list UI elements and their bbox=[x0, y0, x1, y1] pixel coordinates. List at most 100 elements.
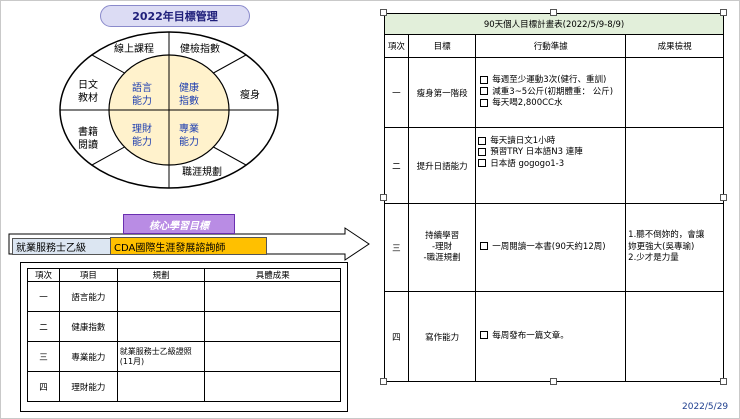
lt-cell-no: 三 bbox=[27, 341, 60, 372]
rt-action-text: 減重3~5公斤(初期體重： 公斤) bbox=[492, 86, 614, 97]
rt-header-goal: 目標 bbox=[407, 34, 477, 58]
rt-action-text: 每天讀日文1小時 bbox=[490, 136, 556, 146]
rt-goal-line: 提升日語能力 bbox=[416, 161, 468, 172]
lt-cell-item: 理財能力 bbox=[58, 371, 118, 402]
inner-language-ability: 語言 能力 bbox=[132, 82, 152, 108]
rt-goal-line: 持續學習 bbox=[425, 230, 460, 241]
table-row: 四 理財能力 bbox=[27, 371, 341, 402]
list-item: 每天喝2,800CC水 bbox=[480, 98, 624, 109]
resize-handle-top[interactable] bbox=[550, 9, 557, 16]
cert-employment-service: 就業服務士乙級 bbox=[12, 238, 113, 255]
rt-action-text: 一周閱讀一本書(90天約12周) bbox=[492, 241, 606, 252]
rt-cell-goal: 持續學習 -理財 -職涯規劃 bbox=[407, 203, 477, 292]
checkbox-icon bbox=[480, 98, 489, 107]
rt-header-result: 成果檢視 bbox=[625, 34, 724, 58]
table-row: 四 寫作能力 每周發布一篇文章。 bbox=[384, 291, 724, 382]
table-row: 三 持續學習 -理財 -職涯規劃 一周閱讀一本書(90天約12周) 1.聽不倒妳… bbox=[384, 203, 724, 292]
resize-handle-bottom[interactable] bbox=[550, 378, 557, 385]
rt-title: 90天個人目標計畫表(2022/5/9-8/9) bbox=[384, 13, 724, 35]
resize-handle-bottom-right[interactable] bbox=[720, 378, 727, 385]
checkbox-icon bbox=[480, 75, 489, 84]
inner-finance-line2: 能力 bbox=[132, 137, 152, 148]
lt-cell-result bbox=[204, 311, 341, 342]
rt-action-text: 每週至少運動3次(健行、重訓) bbox=[492, 75, 607, 86]
mandala-graphic bbox=[59, 31, 279, 189]
segment-book-line1: 書籍 bbox=[78, 127, 98, 138]
rt-result-line: 1.聽不倒妳的，會讓 bbox=[628, 230, 705, 241]
rt-action-text: 每天喝2,800CC水 bbox=[492, 98, 563, 109]
date-label: 2022/5/29 bbox=[682, 402, 729, 412]
rt-goal-line: 寫作能力 bbox=[425, 332, 460, 343]
rt-cell-actions: 每天讀日文1小時 預習TRY 日本語N3 連陣 日本語 gogogo1-3 bbox=[475, 127, 627, 204]
lt-cell-item: 專業能力 bbox=[58, 341, 118, 372]
lt-cell-plan bbox=[116, 311, 206, 342]
rt-cell-actions: 一周閱讀一本書(90天約12周) bbox=[475, 203, 627, 292]
list-item: 每周發布一篇文章。 bbox=[480, 331, 624, 342]
list-item: 每週至少運動3次(健行、重訓) bbox=[480, 75, 624, 86]
resize-handle-top-left[interactable] bbox=[380, 9, 387, 16]
list-item: 一周閱讀一本書(90天約12周) bbox=[480, 242, 624, 253]
segment-online-course: 線上課程 bbox=[114, 44, 154, 55]
lt-cell-result bbox=[204, 281, 341, 312]
lt-cell-no: 四 bbox=[27, 371, 60, 402]
rt-header-actions: 行動準據 bbox=[475, 34, 627, 58]
rt-cell-no: 四 bbox=[384, 291, 409, 382]
rt-cell-goal: 瘦身第一階段 bbox=[407, 57, 477, 128]
lt-cell-plan bbox=[116, 281, 206, 312]
rt-result-line: 妳更強大(吳專瑜) bbox=[628, 241, 695, 252]
rt-cell-result bbox=[625, 127, 724, 204]
list-item: 每天讀日文1小時 bbox=[478, 136, 624, 147]
table-row: 二 提升日語能力 每天讀日文1小時 預習TRY 日本語N3 連陣 日本語 gog… bbox=[384, 127, 724, 204]
core-goal-title: 核心學習目標 bbox=[123, 214, 235, 234]
inner-finance-line1: 理財 bbox=[132, 124, 152, 135]
cert-cda-counselor: CDA國際生涯發展諮詢師 bbox=[110, 237, 267, 255]
rt-cell-goal: 提升日語能力 bbox=[407, 127, 477, 204]
resize-handle-bottom-left[interactable] bbox=[380, 378, 387, 385]
resize-handle-top-right[interactable] bbox=[720, 9, 727, 16]
ninety-day-plan-table-box[interactable]: 90天個人目標計畫表(2022/5/9-8/9) 項次 目標 行動準據 成果檢視… bbox=[380, 9, 727, 385]
rt-action-text: 預習TRY 日本語N3 連陣 bbox=[490, 147, 583, 158]
lt-cell-plan: 就業服務士乙級證照(11月) bbox=[116, 341, 206, 372]
rt-cell-result bbox=[625, 57, 724, 128]
lt-cell-result bbox=[204, 371, 341, 402]
lt-cell-plan bbox=[116, 371, 206, 402]
ninety-day-plan-table: 90天個人目標計畫表(2022/5/9-8/9) 項次 目標 行動準據 成果檢視… bbox=[384, 13, 724, 382]
lt-header-plan: 規劃 bbox=[116, 268, 206, 282]
lt-cell-result bbox=[204, 341, 341, 372]
rt-goal-line: -職涯規劃 bbox=[423, 253, 461, 264]
rt-action-text: 每周發布一篇文章。 bbox=[492, 330, 569, 341]
segment-career-planning: 職涯規劃 bbox=[182, 167, 222, 178]
resize-handle-right[interactable] bbox=[720, 194, 727, 201]
segment-japanese-line1: 日文 bbox=[78, 80, 98, 91]
segment-health-check: 健檢指數 bbox=[180, 44, 220, 55]
resize-handle-left[interactable] bbox=[380, 194, 387, 201]
rt-header-no: 項次 bbox=[384, 34, 409, 58]
rt-cell-actions: 每週至少運動3次(健行、重訓) 減重3~5公斤(初期體重： 公斤) 每天喝2,8… bbox=[475, 57, 627, 128]
lt-cell-no: 一 bbox=[27, 281, 60, 312]
rt-action-text: 日本語 gogogo1-3 bbox=[490, 158, 565, 169]
lt-header-result: 具體成果 bbox=[204, 268, 341, 282]
inner-professional-line2: 能力 bbox=[179, 137, 199, 148]
segment-japanese-material: 日文 教材 bbox=[78, 80, 98, 105]
list-item: 減重3~5公斤(初期體重： 公斤) bbox=[480, 87, 624, 98]
inner-language-line1: 語言 bbox=[132, 83, 152, 94]
inner-health-line1: 健康 bbox=[179, 83, 199, 94]
rt-cell-no: 一 bbox=[384, 57, 409, 128]
rt-goal-line: 瘦身第一階段 bbox=[416, 88, 468, 99]
checkbox-icon bbox=[480, 331, 489, 340]
rt-cell-actions: 每周發布一篇文章。 bbox=[475, 291, 627, 382]
rt-cell-no: 二 bbox=[384, 127, 409, 204]
rt-result-line: 2.少才是力量 bbox=[628, 253, 679, 264]
rt-goal-line: -理財 bbox=[432, 241, 453, 252]
goal-mandala: 線上課程 健檢指數 日文 教材 瘦身 書籍 閱讀 職涯規劃 語言 能力 健康 指… bbox=[58, 30, 280, 190]
learning-plan-table-box: 項次 項目 規劃 具體成果 一 語言能力 二 健康指數 三 專業能力 就業服務士… bbox=[20, 262, 348, 412]
inner-health-index: 健康 指數 bbox=[179, 82, 199, 108]
segment-slimming: 瘦身 bbox=[240, 90, 260, 101]
lt-header-no: 項次 bbox=[27, 268, 60, 282]
list-item: 日本語 gogogo1-3 bbox=[478, 159, 624, 170]
inner-professional-ability: 專業 能力 bbox=[179, 123, 199, 149]
list-item: 預習TRY 日本語N3 連陣 bbox=[478, 147, 624, 158]
lt-header-item: 項目 bbox=[58, 268, 118, 282]
lt-cell-item: 語言能力 bbox=[58, 281, 118, 312]
mandala-title: 2022年目標管理 bbox=[100, 5, 250, 27]
